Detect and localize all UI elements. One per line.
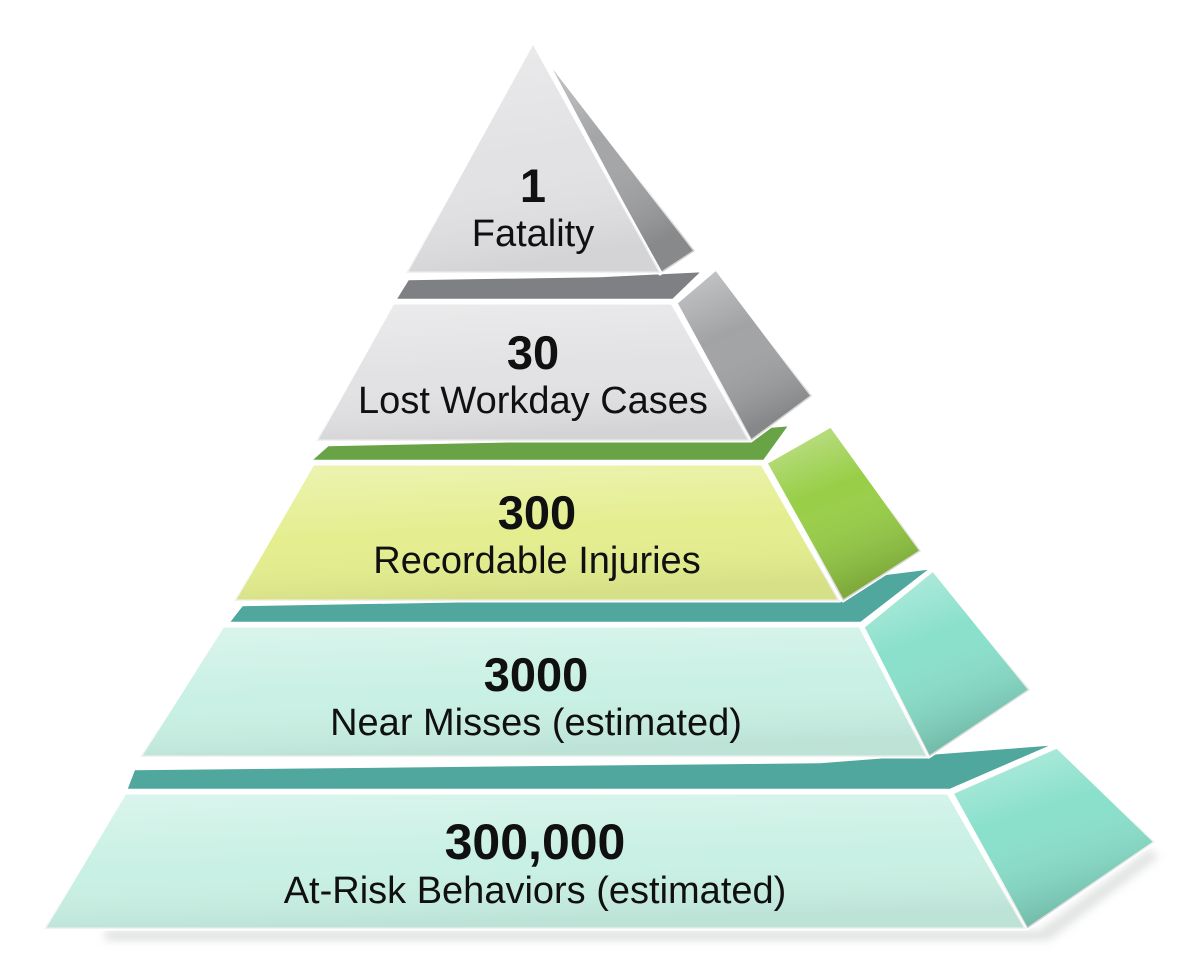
- tier-1-value: 1: [520, 159, 546, 212]
- tier-3-value: 300: [498, 486, 576, 539]
- tier-4-label: Near Misses (estimated): [330, 702, 742, 744]
- tier-5-label: At-Risk Behaviors (estimated): [284, 870, 787, 912]
- tier-5-value: 300,000: [445, 814, 626, 870]
- tier-1-label: Fatality: [472, 213, 594, 255]
- tier-2-value: 30: [507, 326, 559, 379]
- tier-2-label: Lost Workday Cases: [358, 380, 708, 422]
- tier-labels: 1 Fatality 30 Lost Workday Cases 300 Rec…: [284, 159, 787, 912]
- tier-2-top-face: [393, 269, 705, 302]
- tier-4-value: 3000: [484, 648, 589, 701]
- tier-3-label: Recordable Injuries: [373, 540, 700, 582]
